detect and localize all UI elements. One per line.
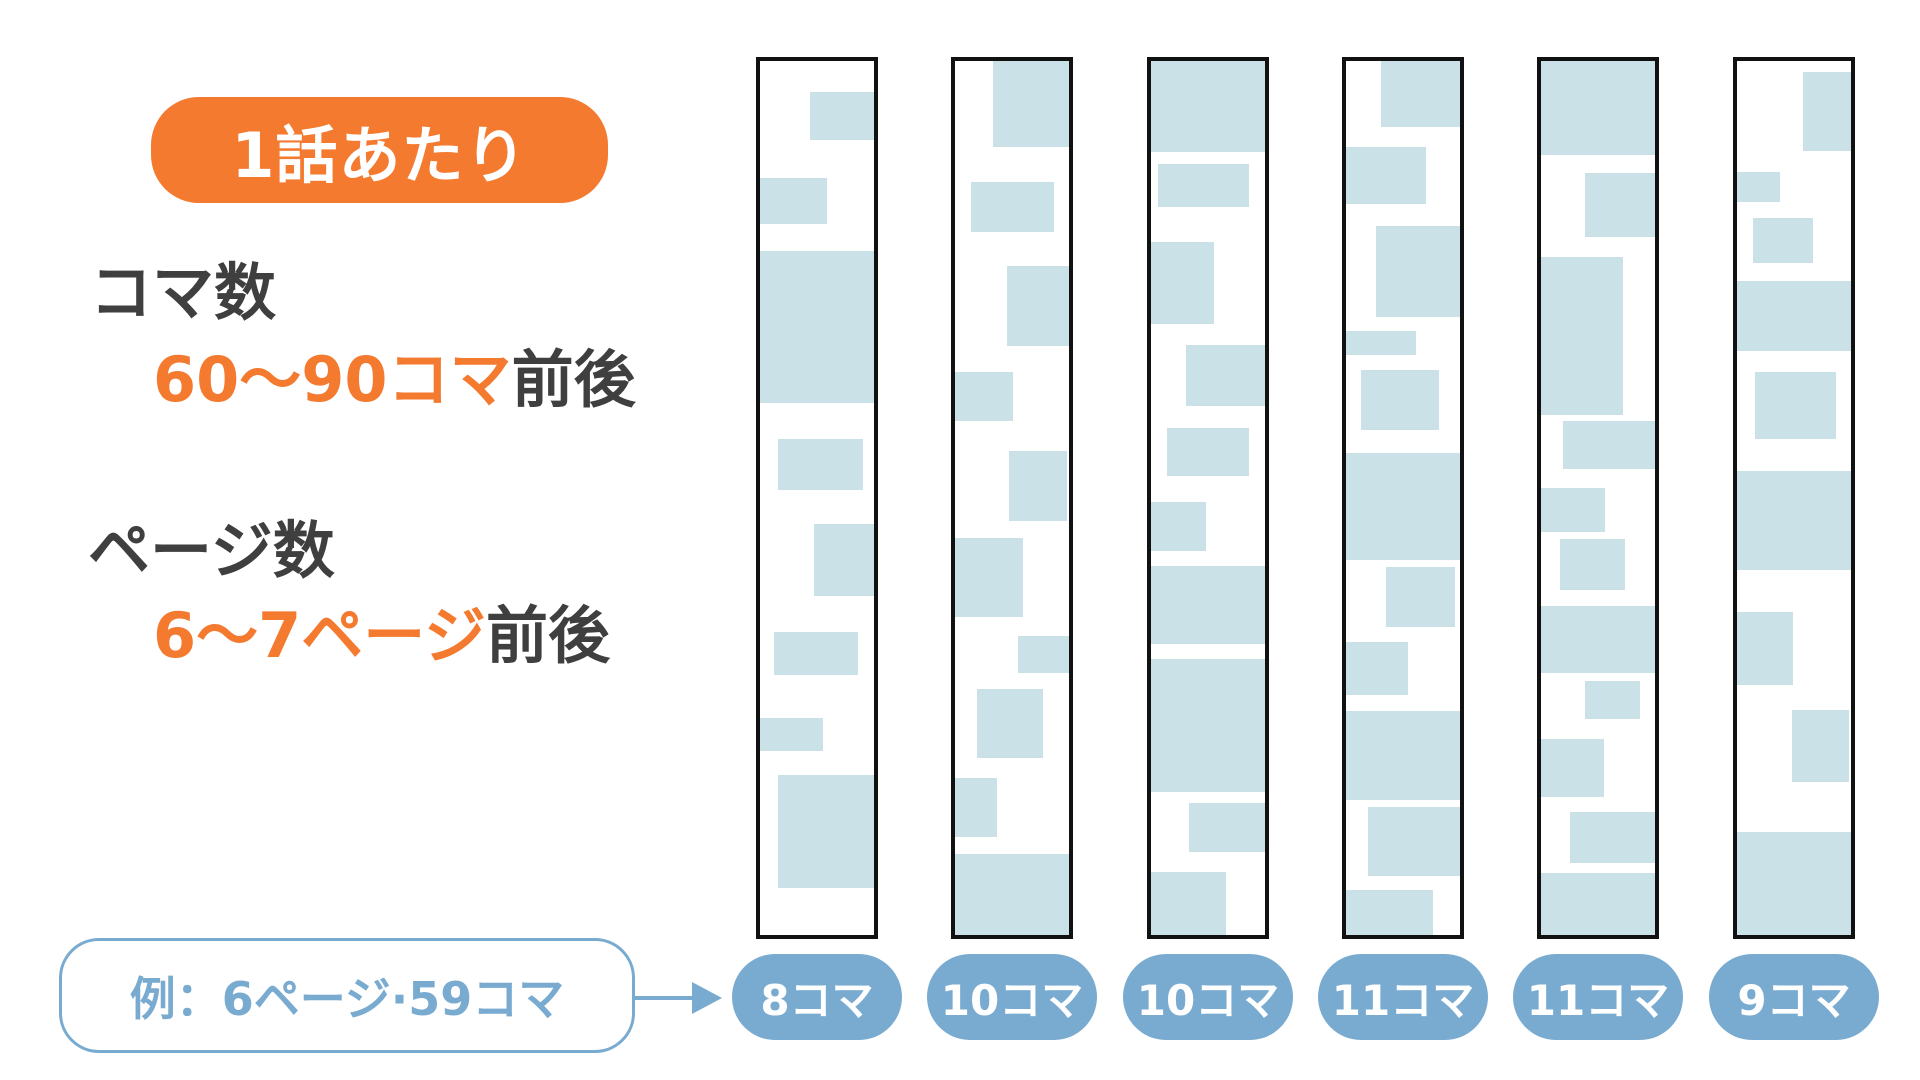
manga-panel <box>1151 502 1206 552</box>
manga-panel <box>955 372 1014 422</box>
manga-panel <box>1346 331 1416 355</box>
manga-panel <box>1541 606 1655 673</box>
manga-panel <box>955 538 1024 617</box>
manga-panel <box>1367 807 1460 877</box>
manga-panel <box>955 853 1069 935</box>
manga-panel <box>1541 256 1624 415</box>
manga-panel <box>1007 266 1069 346</box>
example-text: 例：6ページ·59コマ <box>129 971 565 1026</box>
manga-panel <box>1737 612 1793 686</box>
pages-value: 6〜7ページ前後 <box>153 605 610 667</box>
panels-value-accent: 60〜90コマ <box>153 343 512 416</box>
panel-count-badge: 11コマ <box>1318 954 1488 1040</box>
manga-panel <box>955 777 998 838</box>
manga-panel <box>1346 642 1408 695</box>
pages-label: ページ数 <box>88 514 335 587</box>
panels-label: コマ数 <box>90 256 277 329</box>
panel-count-badge: 10コマ <box>1123 954 1293 1040</box>
arrow-line <box>635 996 695 1000</box>
manga-panel <box>1562 421 1655 470</box>
panel-count-badge: 8コマ <box>732 954 902 1040</box>
manga-panel <box>1151 872 1227 935</box>
right-arrow-icon <box>692 982 722 1014</box>
manga-panel <box>760 178 828 224</box>
manga-panel <box>1151 241 1214 325</box>
manga-panel <box>970 181 1055 233</box>
panels-value-suffix: 前後 <box>511 343 636 416</box>
pages-value-accent: 6〜7ページ <box>153 599 487 672</box>
manga-panel <box>1186 345 1265 407</box>
panel-count-badge: 10コマ <box>927 954 1097 1040</box>
manga-panel <box>1737 470 1851 570</box>
page-column <box>1342 57 1464 939</box>
manga-panel <box>1017 636 1069 673</box>
panels-value: 60〜90コマ前後 <box>153 349 636 411</box>
manga-panel <box>976 689 1043 759</box>
manga-panel <box>778 439 863 491</box>
manga-panel <box>1188 803 1265 852</box>
manga-panel <box>1151 658 1265 792</box>
manga-panel <box>1166 428 1250 477</box>
manga-panel <box>1541 872 1655 935</box>
manga-panel <box>810 91 874 140</box>
manga-panel <box>760 718 823 751</box>
manga-panel <box>1755 372 1837 440</box>
manga-panel <box>1008 450 1067 521</box>
panel-count-badge: 11コマ <box>1513 954 1683 1040</box>
manga-panel <box>1381 61 1460 128</box>
manga-panel <box>1737 281 1851 352</box>
title-pill: 1話あたり <box>151 97 608 203</box>
manga-panel <box>1375 226 1460 318</box>
example-box: 例：6ページ·59コマ <box>59 938 635 1053</box>
manga-panel <box>1752 218 1814 263</box>
page-column <box>951 57 1073 939</box>
manga-panel <box>760 250 874 403</box>
manga-panel <box>1151 566 1265 644</box>
manga-panel <box>1737 831 1851 935</box>
manga-panel <box>1737 171 1781 202</box>
manga-panel <box>1385 567 1456 628</box>
manga-panel <box>1791 710 1849 783</box>
manga-panel <box>1346 453 1460 561</box>
manga-panel <box>1585 172 1655 237</box>
manga-panel <box>1541 61 1655 156</box>
manga-panel <box>1360 369 1440 430</box>
page-column <box>1537 57 1659 939</box>
manga-panel <box>1151 61 1265 152</box>
manga-panel <box>1585 680 1641 720</box>
manga-panel <box>773 631 859 675</box>
manga-panel <box>1569 811 1655 864</box>
manga-panel <box>1803 72 1851 152</box>
page-column <box>756 57 878 939</box>
manga-panel <box>992 61 1069 147</box>
manga-panel <box>778 775 874 888</box>
pages-value-suffix: 前後 <box>486 599 611 672</box>
title-text: 1話あたり <box>231 119 528 192</box>
manga-panel <box>1157 164 1250 207</box>
manga-panel <box>1346 146 1426 205</box>
manga-panel <box>1346 890 1433 935</box>
manga-panel <box>1560 539 1626 590</box>
manga-panel <box>1541 487 1605 533</box>
manga-panel <box>1346 711 1460 800</box>
panel-count-badge: 9コマ <box>1709 954 1879 1040</box>
manga-panel <box>1541 739 1604 797</box>
manga-panel <box>813 524 874 596</box>
page-column <box>1733 57 1855 939</box>
page-column <box>1147 57 1269 939</box>
